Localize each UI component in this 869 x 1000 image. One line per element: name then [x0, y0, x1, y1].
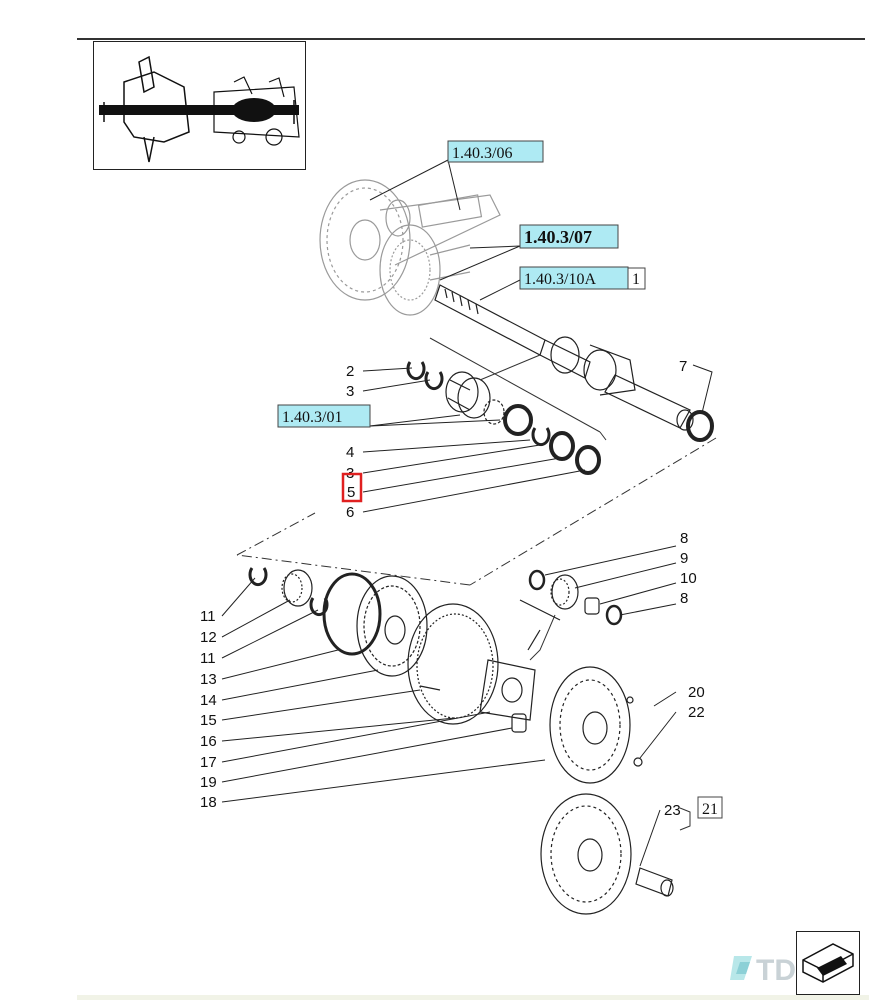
- callout-5[interactable]: 5: [347, 484, 355, 501]
- boxed-number-21[interactable]: 21: [697, 796, 723, 819]
- reference-label: 1.40.3/07: [524, 227, 592, 247]
- lower-left-parts-drawing: [248, 567, 499, 725]
- reference-label: 1.40.3/06: [452, 145, 512, 162]
- callout-9[interactable]: 9: [680, 550, 688, 567]
- reference-label: 1.40.3/10A: [524, 271, 596, 288]
- callout-16[interactable]: 16: [200, 733, 217, 750]
- axle-thumbnail-icon: [99, 55, 300, 163]
- callout-13[interactable]: 13: [200, 671, 217, 688]
- leader-lines: [221, 159, 713, 867]
- highlight-box: [341, 472, 363, 503]
- planetary-gear-parts-drawing: [519, 569, 623, 651]
- brake-disc-drawing: [549, 666, 643, 784]
- boxed-number: 21: [702, 801, 718, 818]
- dash-dot-guide: [236, 437, 717, 586]
- callout-20[interactable]: 20: [688, 684, 705, 701]
- callout-4[interactable]: 4: [346, 444, 354, 461]
- flange-drawing: [540, 793, 674, 915]
- callout-11[interactable]: 11: [200, 650, 216, 667]
- support-plate-drawing: [479, 659, 536, 733]
- reference-label: 1.40.3/01: [282, 409, 342, 426]
- reference-box-1[interactable]: 1.40.3/06: [447, 140, 544, 163]
- callout-14[interactable]: 14: [200, 692, 217, 709]
- callout-3[interactable]: 3: [346, 383, 354, 400]
- callout-22[interactable]: 22: [688, 704, 705, 721]
- seal-ring-icon: [686, 410, 714, 442]
- boxed-number: 1: [632, 271, 640, 288]
- callout-12[interactable]: 12: [200, 629, 217, 646]
- upper-group-bracket: [429, 337, 607, 441]
- upper-parts-drawing: [406, 361, 601, 475]
- lower-group-brackets: [529, 614, 691, 831]
- reference-box-4[interactable]: 1.40.3/01: [277, 404, 371, 428]
- callout-19[interactable]: 19: [200, 774, 217, 791]
- header-rule: [77, 38, 865, 40]
- axle-shaft-drawing: [434, 284, 694, 431]
- callout-2[interactable]: 2: [346, 363, 354, 380]
- reference-box-2[interactable]: 1.40.3/07: [519, 224, 619, 249]
- reference-box-3[interactable]: 1.40.3/10A 1: [519, 266, 646, 290]
- callout-18[interactable]: 18: [200, 794, 217, 811]
- callout-8[interactable]: 8: [680, 530, 688, 547]
- page-nav-icon: [802, 943, 854, 983]
- callout-7[interactable]: 7: [679, 358, 687, 375]
- callout-17[interactable]: 17: [200, 754, 217, 771]
- callout-11[interactable]: 11: [200, 608, 216, 625]
- assembly-thumbnail[interactable]: [93, 41, 306, 170]
- callout-15[interactable]: 15: [200, 712, 217, 729]
- page-nav-button[interactable]: [796, 931, 860, 995]
- callout-23[interactable]: 23: [664, 802, 681, 819]
- callout-8[interactable]: 8: [680, 590, 688, 607]
- callout-6[interactable]: 6: [346, 504, 354, 521]
- footer-band: [77, 995, 869, 1000]
- callout-labels: 2 3 4 3 5 6 7 8 9 10 8 11 12 11 13 14 15…: [200, 358, 705, 819]
- callout-10[interactable]: 10: [680, 570, 697, 587]
